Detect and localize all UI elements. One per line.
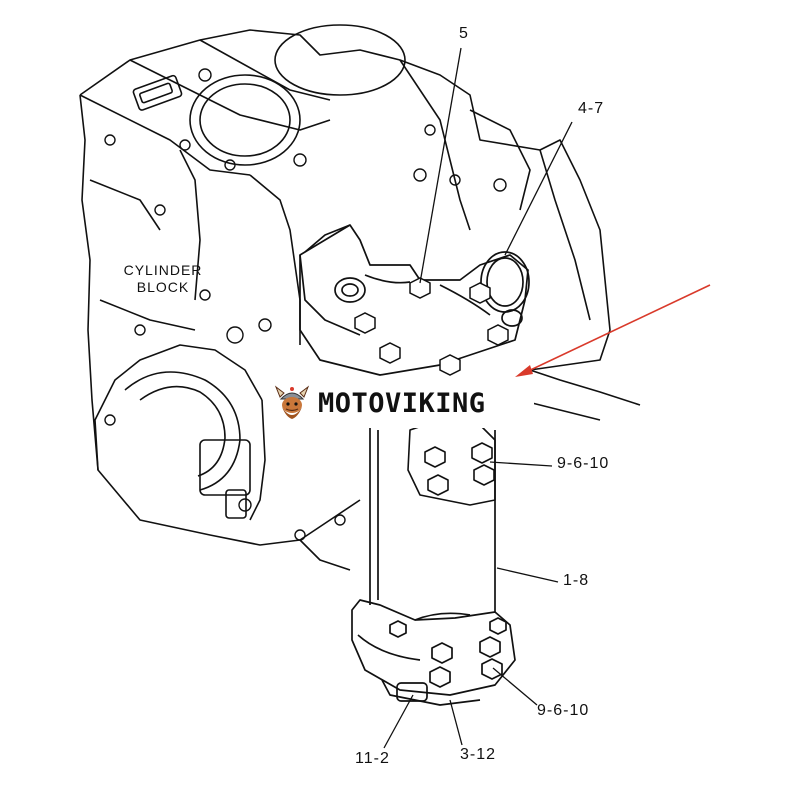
cylinder-block-label-line1: CYLINDER [123,262,203,278]
bearing-bore [124,371,251,519]
pointer-arrow-icon [515,284,711,377]
callout-top: 5 [459,25,469,42]
callout-middle-right: 9-6-10 [557,455,610,472]
callout-bottom-center: 3-12 [460,746,497,763]
callout-top-right: 4-7 [578,100,605,117]
watermark-banner: MOTOVIKING [270,378,534,428]
cover-bolts [354,277,509,376]
watermark-text: MOTOVIKING [318,387,486,419]
cylinder-bore [132,24,406,166]
cylinder-block-label-line2: BLOCK [136,279,190,295]
leader-lines [383,47,573,749]
cylinder-block-label: CYLINDER BLOCK [118,262,208,296]
callout-bottom-left: 11-2 [355,750,390,767]
side-bracket [407,419,496,506]
callout-bottom-right: 9-6-10 [537,702,590,719]
callout-tube: 1-8 [563,572,590,589]
bolt-holes [104,68,507,541]
bottom-bonnet [351,599,516,706]
cylinder-block [79,29,641,571]
viking-mascot-icon [274,385,310,419]
cooler-cover [299,224,530,376]
